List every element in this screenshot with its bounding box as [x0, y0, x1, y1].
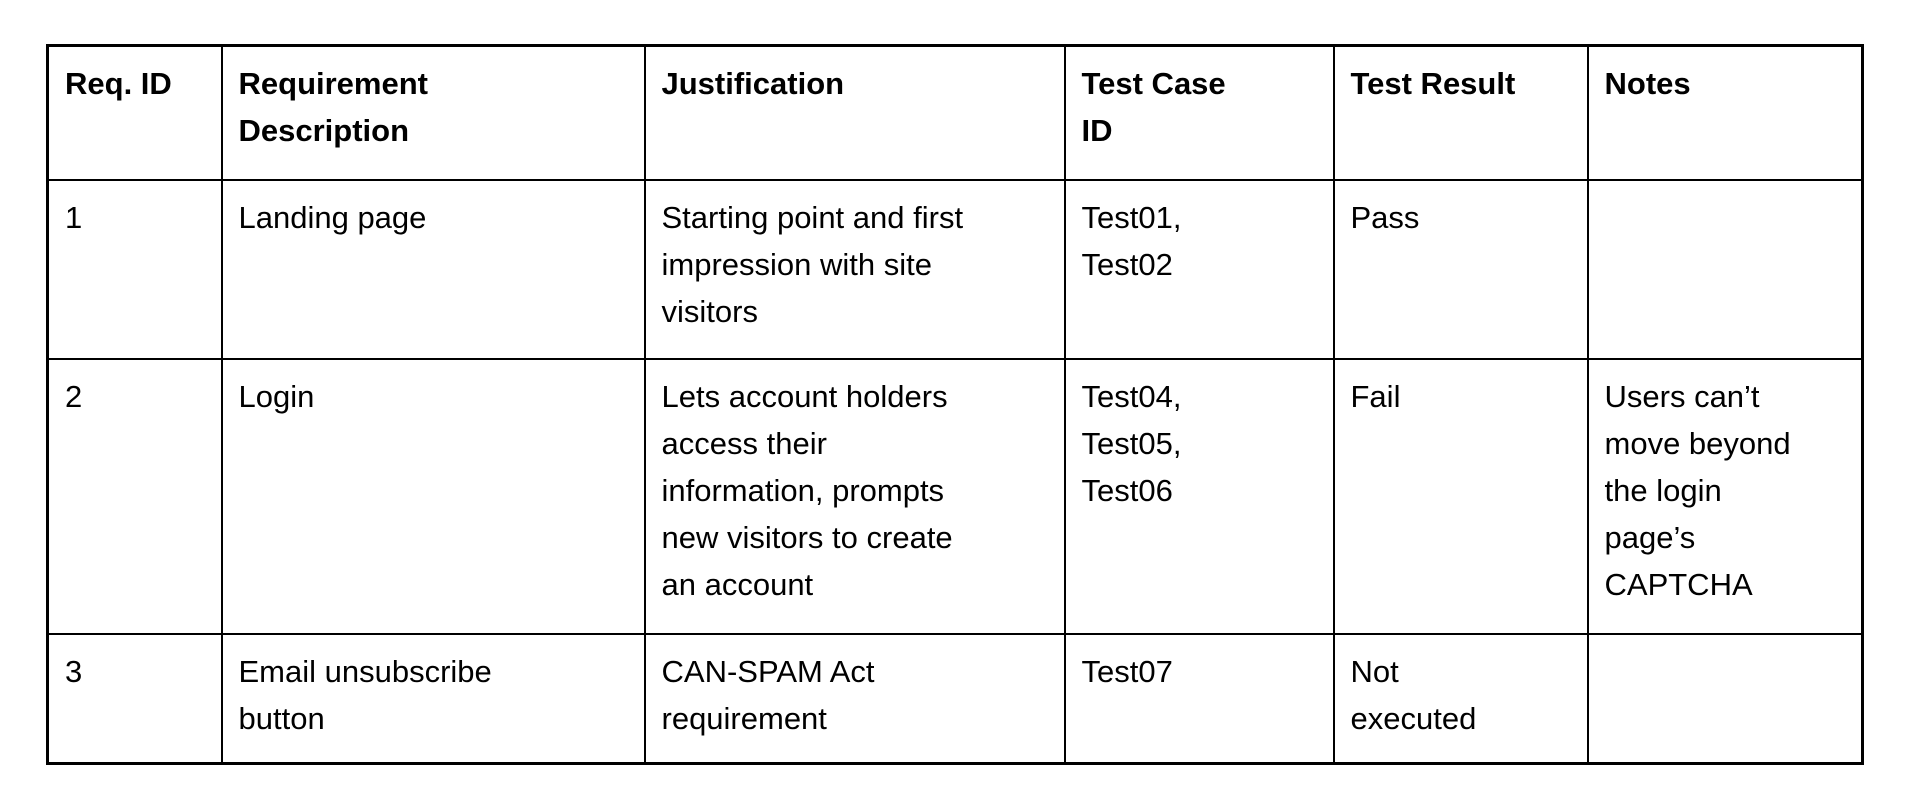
table-row: 2 Login Lets account holders access thei… [46, 357, 1864, 635]
cell-notes [1586, 178, 1864, 360]
header-cell-notes: Notes [1586, 44, 1864, 181]
cell-test-result: Fail [1332, 357, 1589, 635]
cell-test-case-id: Test01, Test02 [1063, 178, 1335, 360]
cell-test-result: Pass [1332, 178, 1589, 360]
cell-requirement-description: Email unsubscribe button [220, 632, 646, 765]
cell-test-case-id: Test07 [1063, 632, 1335, 765]
header-cell-requirement-description: Requirement Description [220, 44, 646, 181]
cell-notes [1586, 632, 1864, 765]
cell-test-case-id: Test04, Test05, Test06 [1063, 357, 1335, 635]
cell-justification: Starting point and first impression with… [643, 178, 1066, 360]
header-cell-justification: Justification [643, 44, 1066, 181]
cell-req-id: 1 [46, 178, 223, 360]
table-row: 3 Email unsubscribe button CAN-SPAM Act … [46, 632, 1864, 765]
cell-test-result: Not executed [1332, 632, 1589, 765]
cell-req-id: 3 [46, 632, 223, 765]
cell-notes: Users can’t move beyond the login page’s… [1586, 357, 1864, 635]
cell-justification: Lets account holders access their inform… [643, 357, 1066, 635]
cell-req-id: 2 [46, 357, 223, 635]
table-row: 1 Landing page Starting point and first … [46, 178, 1864, 360]
table-header-row: Req. ID Requirement Description Justific… [46, 44, 1864, 181]
header-cell-test-result: Test Result [1332, 44, 1589, 181]
cell-requirement-description: Login [220, 357, 646, 635]
cell-justification: CAN-SPAM Act requirement [643, 632, 1066, 765]
header-cell-test-case-id: Test Case ID [1063, 44, 1335, 181]
requirements-test-table: Req. ID Requirement Description Justific… [46, 44, 1864, 765]
cell-requirement-description: Landing page [220, 178, 646, 360]
header-cell-req-id: Req. ID [46, 44, 223, 181]
